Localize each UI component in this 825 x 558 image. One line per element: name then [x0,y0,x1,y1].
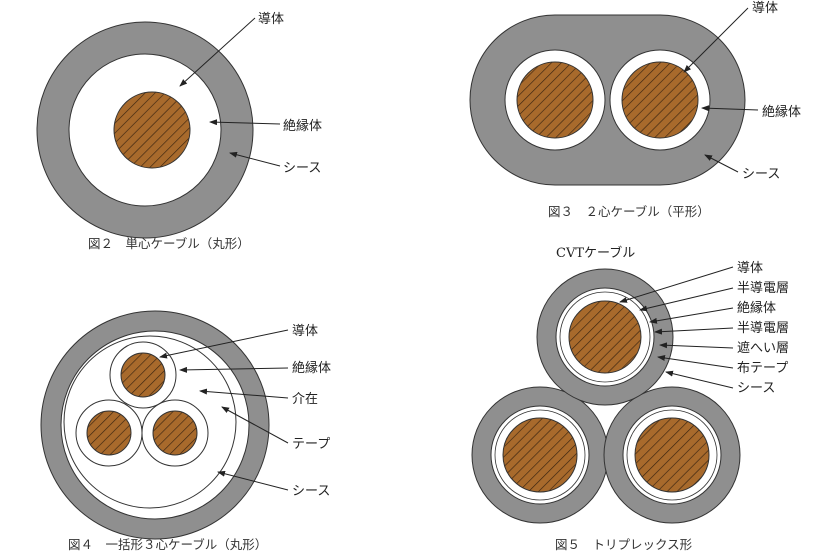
label-insulation: 絶縁体 [762,104,801,120]
fig4-three-core-cable: 導体 絶縁体 介在 テープ シース 図４ 一括形３心ケーブル（丸形） [40,310,331,552]
label-shield-layer: 遮へい層 [737,340,789,356]
conductor [86,410,132,456]
label-conductor: 導体 [258,12,284,27]
label-conductor: 導体 [752,1,778,16]
fig2-single-core-cable: 導体 絶縁体 シース 図２ 単心ケーブル（丸形） [36,12,322,251]
core-bottom-left [471,386,609,524]
core-top [536,268,674,406]
label-filler: 介在 [292,392,318,407]
conductor [113,91,191,169]
conductor [516,61,594,139]
label-sheath: シース [283,161,321,176]
label-insulation: 絶縁体 [737,300,776,316]
fig5-triplex-cable: CVTケーブル 導体 半導電層 絶縁体 半導電層 遮へい層 [471,245,789,552]
fig5-title: CVTケーブル [556,245,635,261]
label-sheath: シース [742,167,780,182]
fig4-caption: 図４ 一括形３心ケーブル（丸形） [68,537,267,552]
fig5-caption: 図５ トリプレックス形 [555,537,693,552]
label-cloth-tape: 布テープ [737,361,788,376]
core-bottom-right [603,386,741,524]
label-sheath: シース [737,381,775,396]
label-conductor: 導体 [292,324,318,339]
conductor [621,61,699,139]
label-sheath: シース [292,484,330,499]
label-tape: テープ [292,437,330,452]
fig2-caption: 図２ 単心ケーブル（丸形） [88,236,250,251]
conductor [120,352,166,398]
fig3-caption: 図３ ２心ケーブル（平形） [548,204,710,219]
label-semiconductive-layer-outer: 半導電層 [737,321,789,336]
conductor [152,410,198,456]
fig3-two-core-flat-cable: 導体 絶縁体 シース 図３ ２心ケーブル（平形） [469,1,801,219]
label-semiconductive-layer-inner: 半導電層 [737,281,789,296]
label-insulation: 絶縁体 [283,118,322,134]
label-insulation: 絶縁体 [292,360,331,376]
label-conductor: 導体 [737,261,763,276]
